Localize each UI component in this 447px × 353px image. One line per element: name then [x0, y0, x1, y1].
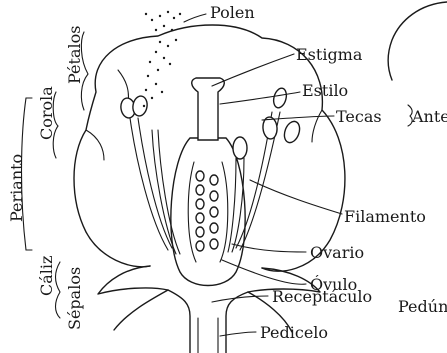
label-caliz: Cáliz	[37, 256, 56, 296]
pollen-grains	[143, 11, 181, 107]
label-sepalos: Sépalos	[65, 267, 84, 330]
filament-left-1	[130, 118, 168, 250]
style-pistil	[192, 78, 225, 140]
adjacent-figure-outline	[388, 2, 447, 80]
label-receptaculo: Receptáculo	[272, 287, 372, 306]
label-filamento: Filamento	[344, 207, 426, 226]
label-tecas: Tecas	[336, 107, 382, 126]
label-pedicelo: Pedicelo	[260, 323, 328, 342]
label-polen: Polen	[210, 3, 255, 22]
receptacle	[168, 290, 248, 353]
label-antera: Antera	[411, 107, 447, 126]
label-corola: Corola	[37, 86, 56, 140]
label-petalos: Pétalos	[65, 26, 84, 84]
label-perianto: Perianto	[7, 154, 26, 222]
label-estigma: Estigma	[296, 45, 363, 64]
label-pedunculo: Pedún	[398, 297, 447, 316]
label-ovario: Ovario	[310, 243, 364, 262]
label-estilo: Estilo	[302, 81, 348, 100]
